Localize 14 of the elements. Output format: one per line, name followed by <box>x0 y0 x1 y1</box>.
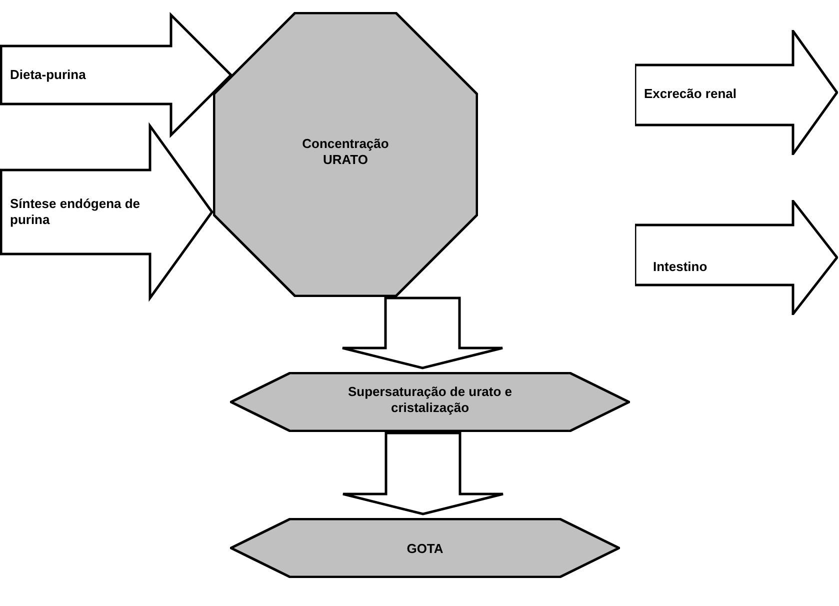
block-arrow <box>342 432 504 516</box>
output-block-arrow <box>635 30 838 155</box>
hexagon-shape <box>230 372 630 432</box>
block-arrow <box>0 12 233 138</box>
hexagon-shape <box>230 518 620 578</box>
node-label: GOTA <box>406 541 444 557</box>
node-label: Intestino <box>653 259 708 275</box>
octagon-shape <box>213 12 478 297</box>
output-block-arrow <box>635 200 838 315</box>
node-label: Excrecão renal <box>644 86 738 102</box>
block-arrow <box>341 296 504 370</box>
node-label: Supersaturação de urato e cristalização <box>347 384 513 416</box>
node-label: Concentração URATO <box>301 136 390 168</box>
edge-label: Dieta-purina <box>10 67 86 83</box>
